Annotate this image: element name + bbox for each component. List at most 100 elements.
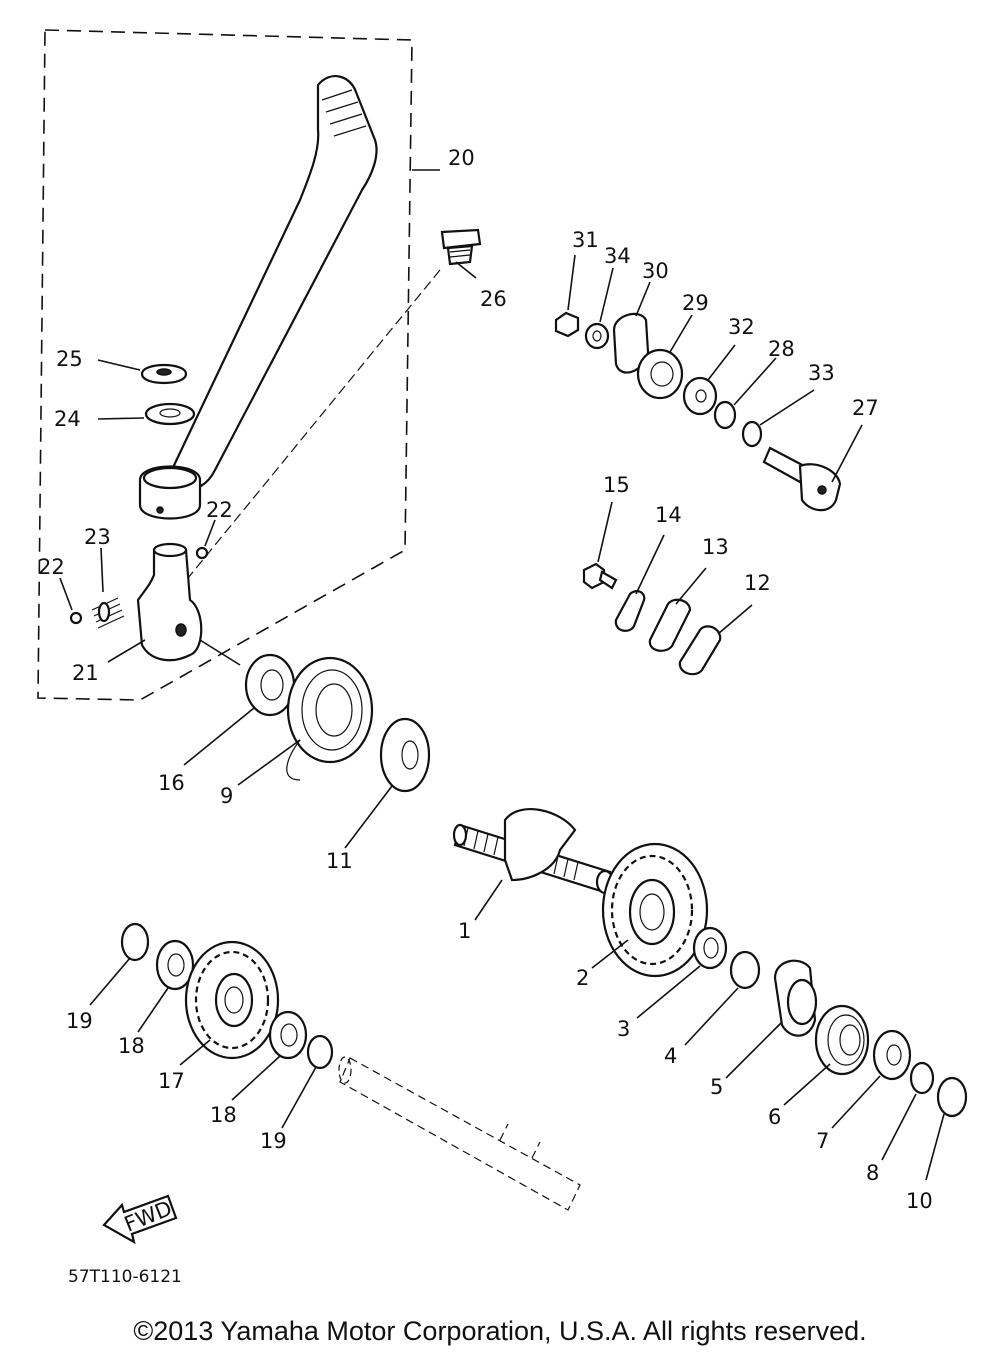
circlip-25 [140,364,188,384]
leader-26 [455,261,477,279]
leader-23 [100,547,104,593]
ball-22-right [195,546,209,560]
callout-19-right: 19 [260,1129,287,1153]
kick-crank-lever [138,75,378,520]
collar-11 [379,717,431,793]
callout-labels: 1 2 3 4 5 6 7 8 9 10 11 12 13 14 15 16 1… [38,146,933,1213]
leader-9 [237,739,301,786]
circlip-10 [936,1076,968,1118]
leader-18-right [231,1055,281,1101]
callout-18-left: 18 [118,1034,145,1058]
shaft-27 [762,446,842,512]
leader-7 [831,1075,881,1129]
main-axle-dashed [338,1056,581,1211]
axis-26 [187,269,441,579]
callout-22-left: 22 [38,555,65,579]
bolt-15 [582,562,618,590]
callout-21: 21 [72,661,99,685]
diagram-code: 57T110-6121 [68,1267,182,1287]
leader-19-left [89,957,131,1006]
callout-5: 5 [710,1075,723,1099]
leader-21 [107,639,146,663]
callout-18-right: 18 [210,1103,237,1127]
callout-13: 13 [702,535,729,559]
kick-shaft-1 [452,808,615,895]
circlip-19-left [120,922,150,962]
leader-28 [733,357,777,406]
leader-22-right [204,519,216,547]
washer-18-right [268,1010,308,1060]
leader-24 [97,417,145,420]
leader-1 [474,879,503,921]
callout-17: 17 [158,1069,185,1093]
leader-4 [684,987,739,1046]
circlip-19-right [306,1034,334,1070]
washer-3 [692,926,728,970]
kick-gear-2 [601,842,709,978]
leader-14 [635,534,665,595]
washer-32 [682,376,718,416]
spring-23 [91,597,125,629]
plate-30 [612,312,650,374]
callout-29: 29 [682,291,709,315]
ratchet-5 [773,959,818,1037]
washer-34 [584,322,610,350]
callout-20: 20 [448,146,475,170]
leader-5 [725,1021,783,1079]
callout-31: 31 [572,228,599,252]
washer-18-left [155,939,195,991]
nut-31 [554,311,580,338]
leader-33 [759,389,815,426]
leader-13 [675,567,707,605]
callout-9: 9 [220,784,233,808]
washer-7 [872,1029,912,1081]
plate-14 [614,590,646,632]
callout-3: 3 [617,1017,630,1041]
callout-33: 33 [808,361,835,385]
callout-10: 10 [906,1189,933,1213]
callout-8: 8 [866,1161,879,1185]
oil-seal-16 [244,653,296,717]
callout-22-right: 22 [206,498,233,522]
leader-15 [597,501,613,563]
callout-4: 4 [664,1044,677,1068]
callout-24: 24 [54,407,81,431]
forward-arrow: FWD [102,1194,178,1245]
washer-24 [144,402,196,426]
leader-11 [344,785,393,849]
leader-18-left [137,987,169,1033]
bearing-29 [636,348,684,400]
leader-30 [635,281,651,317]
callout-23: 23 [84,525,111,549]
callout-14: 14 [655,503,682,527]
callout-32: 32 [728,315,755,339]
leader-22-left [59,577,73,611]
leader-32 [707,344,736,381]
plate-12 [678,625,722,676]
ball-22-left [69,611,83,625]
callout-6: 6 [768,1105,781,1129]
callout-30: 30 [642,259,669,283]
bolt-26 [440,228,482,266]
callout-16: 16 [158,771,185,795]
leader-27 [831,424,863,483]
leader-31 [567,254,576,311]
leader-25 [97,359,141,371]
callout-25: 25 [56,347,83,371]
callout-26: 26 [480,287,507,311]
callout-34: 34 [604,244,631,268]
leader-8 [881,1093,917,1161]
torsion-spring-9 [286,656,374,781]
callout-19-left: 19 [66,1009,93,1033]
circlip-4 [729,950,761,990]
callout-7: 7 [816,1129,829,1153]
leader-6 [783,1063,831,1106]
callout-27: 27 [852,396,879,420]
leader-2 [591,939,629,969]
callout-2: 2 [576,966,589,990]
leader-21-shaft [199,639,241,666]
leader-16 [183,707,255,766]
clip-33 [741,420,763,448]
leader-10 [925,1113,945,1181]
leader-19-right [281,1066,317,1129]
